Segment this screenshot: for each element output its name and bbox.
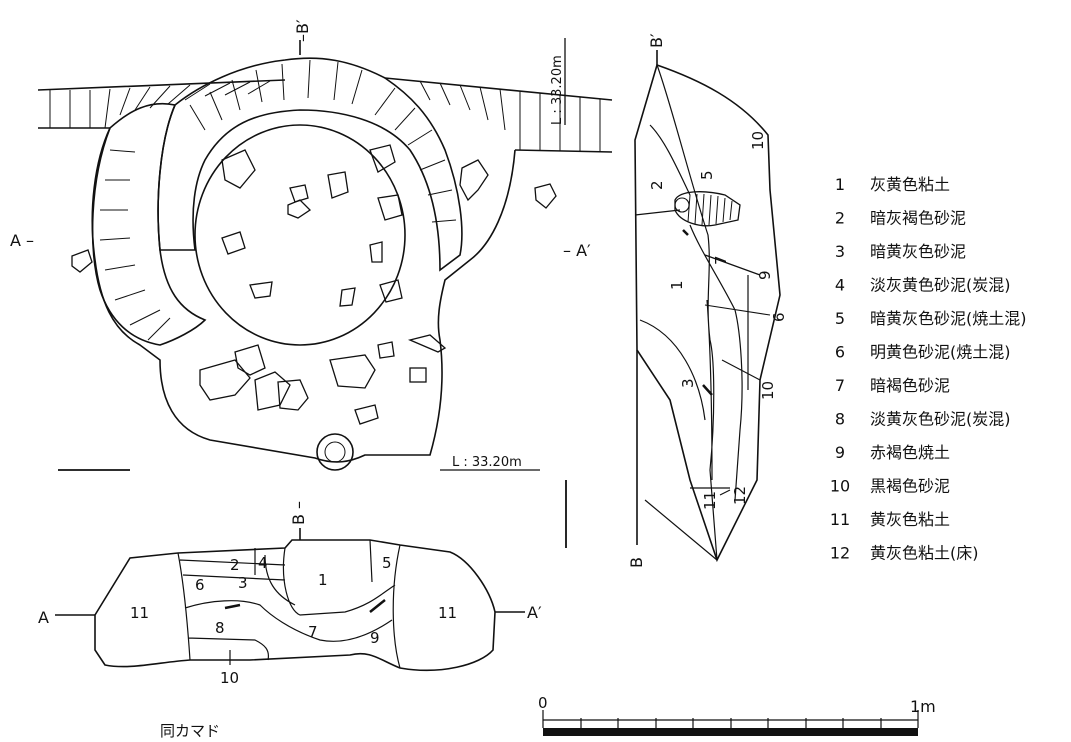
- legend-number: 4: [835, 276, 845, 295]
- legend-description: 暗灰褐色砂泥: [870, 209, 966, 228]
- legend-number: 12: [830, 544, 850, 563]
- wall-hatch-right: [419, 80, 601, 152]
- svg-text:8: 8: [215, 619, 225, 637]
- svg-text:2: 2: [648, 180, 666, 190]
- figure-caption: 同カマド: [160, 722, 220, 740]
- section-b: [634, 50, 781, 563]
- label-a-right: – A′: [563, 241, 591, 260]
- section-a-layers: [177, 539, 401, 669]
- svg-text:10: 10: [759, 381, 777, 400]
- svg-text:1: 1: [318, 571, 328, 589]
- scale-label-end: 1m: [910, 697, 936, 716]
- scale-bar: [542, 710, 919, 736]
- scale-label-start: 0: [538, 694, 548, 712]
- svg-text:11: 11: [130, 604, 149, 622]
- legend-number: 1: [835, 175, 845, 194]
- svg-text:3: 3: [679, 378, 697, 388]
- section-b-label-bottom: B: [627, 557, 646, 568]
- legend-description: 赤褐色焼土: [870, 443, 950, 462]
- plan-view: [37, 38, 613, 471]
- legend-description: 暗褐色砂泥: [870, 376, 950, 395]
- legend-number: 6: [835, 343, 845, 362]
- label-b-bottom: B –: [289, 501, 308, 525]
- svg-text:9: 9: [756, 270, 774, 280]
- svg-text:6: 6: [195, 576, 205, 594]
- svg-text:9: 9: [370, 629, 380, 647]
- wall-hatch-left: [49, 80, 271, 129]
- svg-text:7: 7: [308, 623, 318, 641]
- scale-ticks: [542, 710, 919, 728]
- legend-number: 8: [835, 410, 845, 429]
- legend-number: 9: [835, 443, 845, 462]
- legend-description: 暗黄灰色砂泥(焼土混): [870, 309, 1027, 328]
- section-a: [55, 528, 525, 672]
- arch-top: [157, 57, 463, 272]
- section-a-layer-numbers: 1 2 3 4 5 6 7 8 9 10 11 11: [130, 554, 457, 687]
- legend-number: 2: [835, 209, 845, 228]
- stones: [71, 144, 557, 425]
- svg-text:10: 10: [220, 669, 239, 687]
- svg-text:12: 12: [731, 486, 749, 505]
- legend-description: 黄灰色粘土(床): [870, 544, 979, 563]
- section-a-label-right: A′: [527, 603, 542, 622]
- legend-number: 3: [835, 242, 845, 261]
- arch-hatch: [189, 59, 457, 223]
- wall-band-right: [384, 77, 613, 153]
- section-b-burnt-block: [674, 191, 741, 227]
- legend-description: 灰黄色粘土: [870, 175, 950, 194]
- legend-number: 5: [835, 309, 845, 328]
- svg-text:11: 11: [438, 604, 457, 622]
- pit-outline: [91, 127, 516, 463]
- legend-number: 7: [835, 376, 845, 395]
- elevation-label-top: L : 33.20m: [550, 55, 565, 125]
- label-b-prime-top: –B′: [293, 19, 312, 42]
- svg-text:6: 6: [770, 312, 788, 322]
- elevation-label-bottom: L : 33.20m: [452, 455, 522, 470]
- svg-text:7: 7: [712, 255, 730, 265]
- svg-text:5: 5: [698, 170, 716, 180]
- legend-description: 黒褐色砂泥: [870, 477, 950, 496]
- svg-text:4: 4: [258, 554, 268, 572]
- legend-description: 暗黄灰色砂泥: [870, 242, 966, 261]
- left-arm: [91, 103, 207, 346]
- section-b-outline: [634, 63, 781, 563]
- legend-description: 明黄色砂泥(焼土混): [870, 343, 1011, 362]
- section-a-outline: [94, 539, 496, 672]
- svg-text:10: 10: [749, 131, 767, 150]
- svg-text:1: 1: [668, 280, 686, 290]
- layer-legend: 1 灰黄色粘土 2 暗灰褐色砂泥 3 暗黄灰色砂泥 4 淡灰黄色砂泥(炭混) 5 暗黄灰色砂泥(焼…: [830, 175, 1027, 563]
- burnt-hatch: [687, 193, 733, 226]
- legend-number: 11: [830, 510, 850, 529]
- svg-text:3: 3: [238, 574, 248, 592]
- svg-text:11: 11: [701, 491, 719, 510]
- svg-text:5: 5: [382, 554, 392, 572]
- fire-chamber: [194, 124, 406, 346]
- pot-feature: [316, 433, 354, 471]
- legend-description: 淡黄灰色砂泥(炭混): [870, 410, 1011, 429]
- legend-description: 淡灰黄色砂泥(炭混): [870, 276, 1011, 295]
- left-arm-hatch: [99, 149, 171, 341]
- legend-description: 黄灰色粘土: [870, 510, 950, 529]
- section-b-layers: [634, 64, 761, 561]
- svg-text:2: 2: [230, 556, 240, 574]
- legend-number: 10: [830, 477, 850, 496]
- section-b-layer-numbers: 1 2 3 5 6 7 9 10 10 11 12: [648, 131, 788, 510]
- section-b-label-top: B′: [647, 33, 666, 48]
- section-a-label-left: A: [38, 608, 49, 627]
- label-a-left: A –: [10, 231, 34, 250]
